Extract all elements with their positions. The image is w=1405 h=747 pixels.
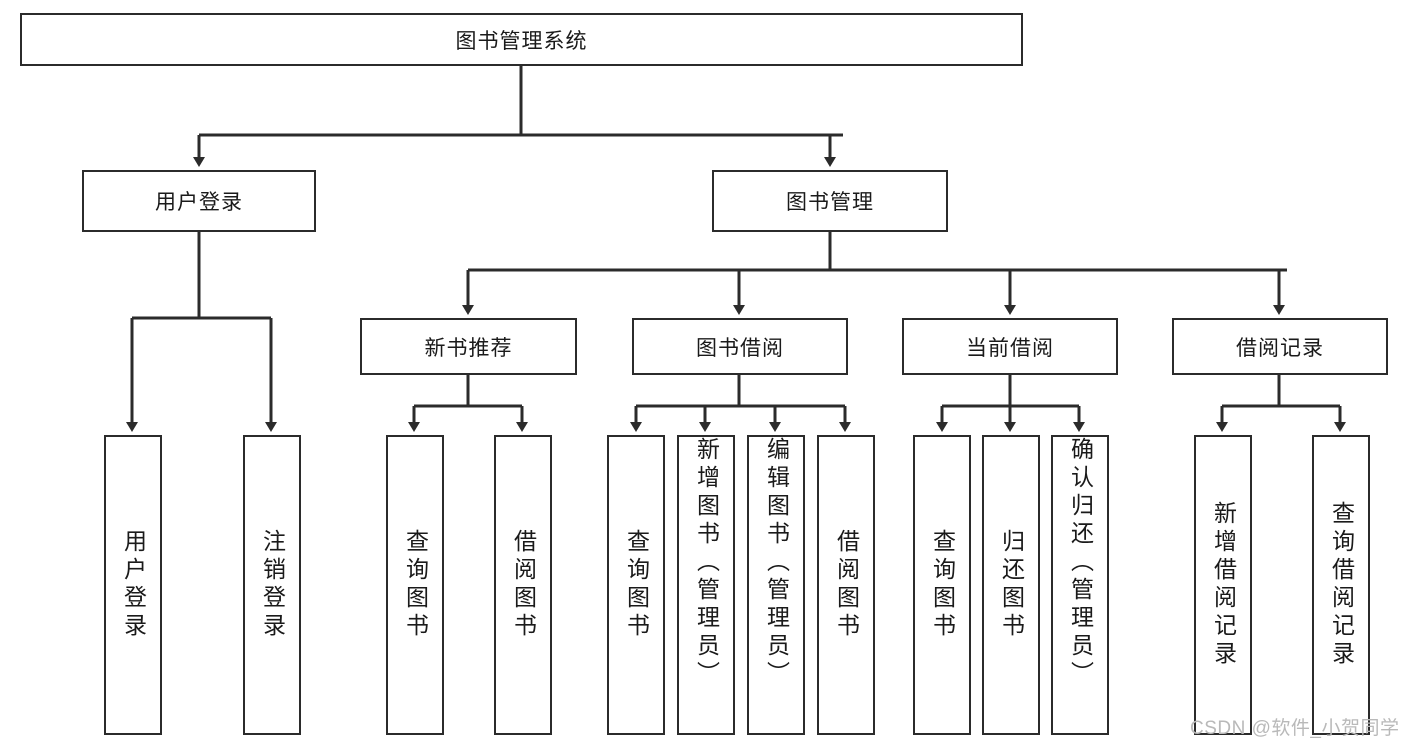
- node-leaf-edit-book-label: 编辑图书（管理员）: [763, 437, 790, 689]
- node-book-manage-label: 图书管理: [786, 191, 874, 214]
- node-leaf-return-book-label: 归还图书: [998, 529, 1025, 641]
- node-leaf-query-record-label: 查询借阅记录: [1328, 501, 1355, 669]
- node-leaf-query-book-2[interactable]: 查询图书: [607, 435, 665, 735]
- node-leaf-borrow-book-1[interactable]: 借阅图书: [494, 435, 552, 735]
- node-book-borrow[interactable]: 图书借阅: [632, 318, 848, 375]
- watermark-text: CSDN @软件_小贺同学: [1190, 718, 1400, 739]
- node-leaf-query-book-1[interactable]: 查询图书: [386, 435, 444, 735]
- node-leaf-confirm-return[interactable]: 确认归还（管理员）: [1051, 435, 1109, 735]
- node-leaf-return-book[interactable]: 归还图书: [982, 435, 1040, 735]
- node-new-book-recommend-label: 新书推荐: [424, 336, 513, 360]
- node-leaf-query-book-2-label: 查询图书: [623, 529, 650, 641]
- node-user-login[interactable]: 用户登录: [82, 170, 316, 232]
- node-borrow-record-label: 借阅记录: [1236, 336, 1324, 360]
- node-leaf-edit-book[interactable]: 编辑图书（管理员）: [747, 435, 805, 735]
- node-book-manage[interactable]: 图书管理: [712, 170, 948, 232]
- node-leaf-add-record[interactable]: 新增借阅记录: [1194, 435, 1252, 735]
- node-leaf-borrow-book-2[interactable]: 借阅图书: [817, 435, 875, 735]
- node-leaf-add-book-label: 新增图书（管理员）: [693, 437, 720, 689]
- node-borrow-record[interactable]: 借阅记录: [1172, 318, 1388, 375]
- node-root[interactable]: 图书管理系统: [20, 13, 1023, 66]
- node-leaf-add-record-label: 新增借阅记录: [1210, 501, 1237, 669]
- node-current-borrow-label: 当前借阅: [966, 336, 1054, 360]
- node-current-borrow[interactable]: 当前借阅: [902, 318, 1118, 375]
- node-root-label: 图书管理系统: [455, 29, 588, 53]
- node-book-borrow-label: 图书借阅: [696, 336, 784, 360]
- node-leaf-logout[interactable]: 注销登录: [243, 435, 301, 735]
- node-new-book-recommend[interactable]: 新书推荐: [360, 318, 577, 375]
- node-leaf-confirm-return-label: 确认归还（管理员）: [1067, 437, 1094, 689]
- node-leaf-query-book-3-label: 查询图书: [929, 529, 956, 641]
- node-leaf-query-book-1-label: 查询图书: [402, 529, 429, 641]
- node-leaf-query-book-3[interactable]: 查询图书: [913, 435, 971, 735]
- node-leaf-borrow-book-1-label: 借阅图书: [510, 529, 537, 641]
- node-user-login-label: 用户登录: [155, 191, 243, 214]
- node-leaf-user-login-label: 用户登录: [120, 529, 147, 641]
- node-leaf-query-record[interactable]: 查询借阅记录: [1312, 435, 1370, 735]
- node-leaf-borrow-book-2-label: 借阅图书: [833, 529, 860, 641]
- node-leaf-add-book[interactable]: 新增图书（管理员）: [677, 435, 735, 735]
- node-leaf-logout-label: 注销登录: [259, 529, 286, 641]
- node-leaf-user-login[interactable]: 用户登录: [104, 435, 162, 735]
